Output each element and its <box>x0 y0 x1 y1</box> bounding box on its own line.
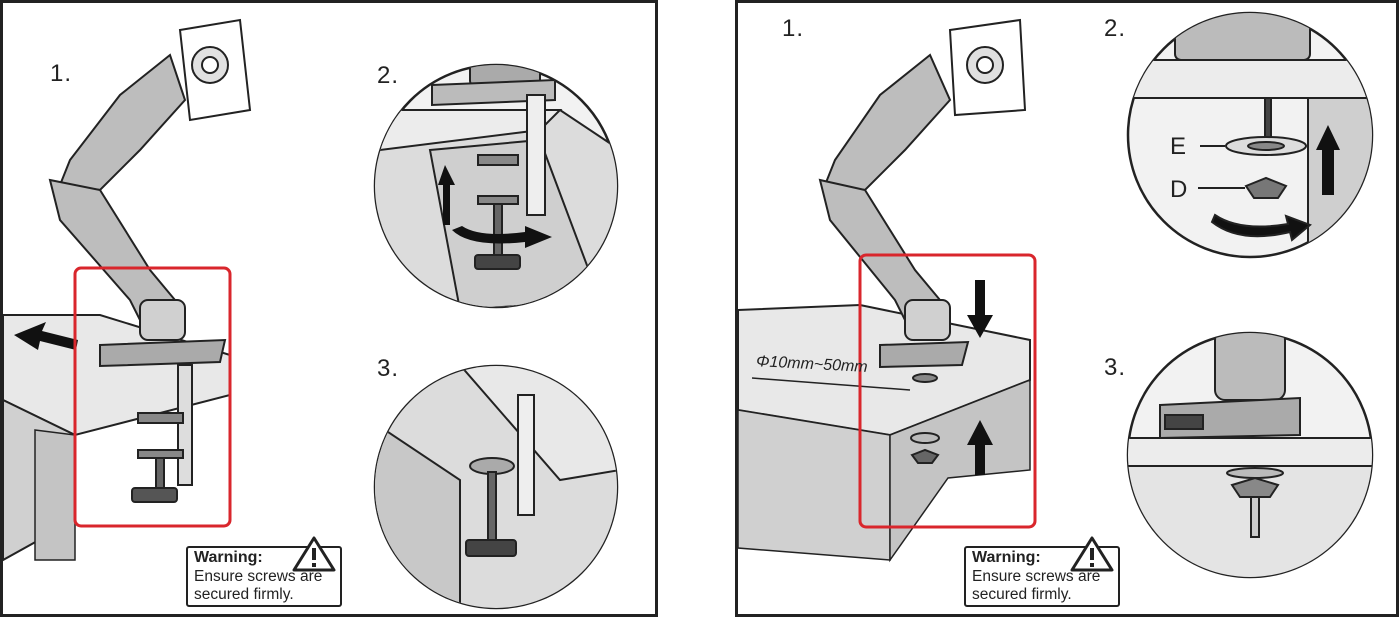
part-label-d: D <box>1170 176 1188 203</box>
warning-line-1: Ensure screws are <box>194 568 323 585</box>
detail-circle-right-2 <box>1126 11 1374 259</box>
warning-line-2: secured firmly. <box>972 586 1072 603</box>
warning-title: Warning: <box>194 549 263 566</box>
warning-triangle-icon <box>1070 536 1114 572</box>
step-label-right-2: 2. <box>1104 15 1127 42</box>
right-panel-frame <box>735 0 1399 617</box>
right-monitor-arm <box>818 18 1027 464</box>
warning-line-2: secured firmly. <box>194 586 294 603</box>
warning-title: Warning: <box>972 549 1041 566</box>
highlight-box-right <box>858 253 1037 529</box>
step-label-left-1: 1. <box>50 60 73 87</box>
rotate-arrow-icon <box>452 226 552 248</box>
right-desk <box>737 303 1031 563</box>
arrow-up-icon <box>1316 125 1340 195</box>
detail-circle-left-2 <box>373 63 619 309</box>
left-panel-frame <box>0 0 658 617</box>
arrow-up-icon <box>438 165 455 225</box>
warning-triangle-icon <box>292 536 336 572</box>
highlight-box-left <box>73 266 232 528</box>
warning-line-1: Ensure screws are <box>972 568 1101 585</box>
arrow-up-icon <box>967 420 993 475</box>
arrow-left-icon <box>14 322 78 350</box>
step-label-right-3: 3. <box>1104 354 1127 381</box>
warning-box-right: Warning: Ensure screws are secured firml… <box>964 536 1120 607</box>
part-label-e: E <box>1170 133 1187 160</box>
detail-circle-left-3 <box>373 364 619 610</box>
left-monitor-arm <box>48 18 252 503</box>
step-label-right-1: 1. <box>782 15 805 42</box>
warning-box-left: Warning: Ensure screws are secured firml… <box>186 536 342 607</box>
step-label-left-3: 3. <box>377 355 400 382</box>
detail-circle-right-3 <box>1126 331 1374 579</box>
arrow-down-icon <box>967 280 993 338</box>
step-label-left-2: 2. <box>377 62 400 89</box>
